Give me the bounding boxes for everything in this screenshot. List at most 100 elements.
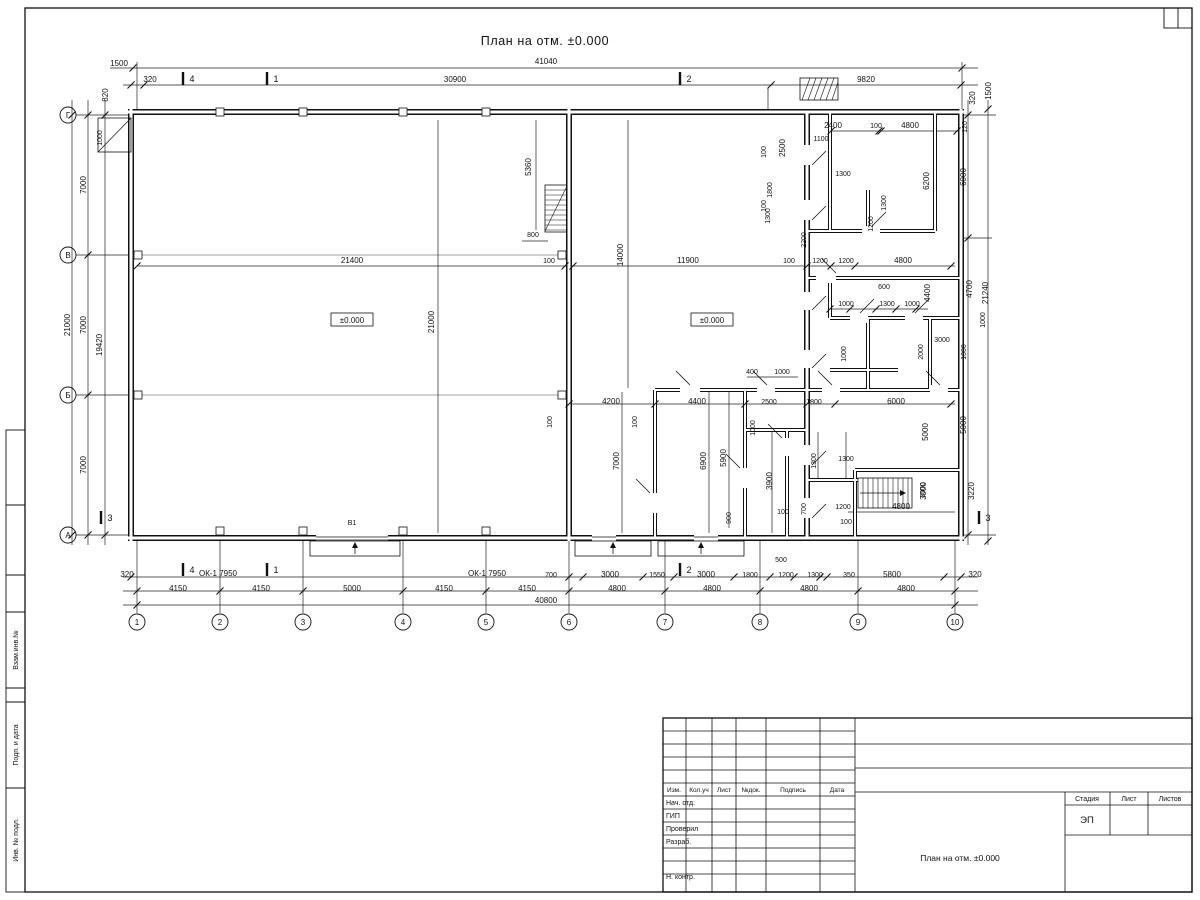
dim-label: 3000 [697, 570, 715, 579]
dim-tick [127, 573, 135, 581]
dim-tick [766, 573, 774, 581]
dim-label: 5000 [343, 584, 361, 593]
dim-tick [940, 573, 948, 581]
axis-bubble [394, 613, 412, 631]
dim-tick [964, 111, 972, 119]
axis-bubble-label: Г [66, 111, 71, 120]
drawing-title: План на отм. ±0.000 [480, 34, 610, 48]
section-mark-label: 4 [189, 74, 194, 84]
axis-bubble-label: Б [65, 391, 70, 400]
door-leaf [811, 150, 827, 166]
dim-label: 5900 [719, 449, 728, 467]
axis-bubble [128, 613, 146, 631]
dim-label: 1000 [980, 312, 987, 328]
axis-bubble [59, 526, 77, 544]
titleblock-text: Нач. отд. [666, 800, 695, 807]
dim-tick [216, 587, 224, 595]
door-opening [862, 226, 880, 236]
dim-label: 1200 [778, 572, 794, 579]
dim-tick [831, 400, 839, 408]
dim-label: 3220 [967, 482, 976, 500]
dim-label: 1100 [813, 136, 828, 143]
dim-label: 3000 [919, 482, 928, 500]
pilaster [398, 526, 408, 536]
dim-tick [827, 262, 835, 270]
axis-bubble-label: В [65, 251, 70, 260]
dim-label: 9820 [857, 75, 875, 84]
door-leaf [925, 370, 941, 386]
dim-label: 2500 [778, 139, 787, 157]
dim-tick [579, 573, 587, 581]
dim-tick [299, 587, 307, 595]
dim-label: 19420 [95, 333, 104, 356]
dim-tick [803, 262, 811, 270]
dim-label: 100 [543, 258, 555, 265]
dim-tick [958, 64, 966, 72]
titleblock-text: №док. [741, 787, 760, 794]
dim-label: 100 [761, 146, 768, 158]
dim-label: 700 [801, 503, 808, 515]
door-opening [930, 385, 948, 395]
dim-label: 1300 [765, 208, 772, 224]
dim-tick [133, 601, 141, 609]
titleblock-text: План на отм. ±0.000 [920, 853, 1000, 863]
door-leaf [675, 370, 691, 386]
dim-tick [892, 305, 900, 313]
stair-diagonal [544, 185, 568, 232]
dim-label: 1000 [904, 301, 920, 308]
pilaster [298, 526, 308, 536]
frame-border [24, 7, 1193, 893]
dim-tick [68, 111, 76, 119]
section-mark-label: 1 [273, 565, 278, 575]
dim-label: 1200 [838, 258, 854, 265]
door-leaf [871, 211, 887, 227]
dim-tick [651, 400, 659, 408]
dim-label: 100 [777, 509, 789, 516]
dim-label: 800 [527, 232, 539, 239]
dim-tick [957, 573, 965, 581]
dim-label: 5360 [524, 158, 533, 176]
dim-tick [639, 573, 647, 581]
dim-tick [947, 400, 955, 408]
entry-ramp [799, 77, 839, 101]
dim-label: 6000 [959, 168, 968, 186]
pilaster [481, 107, 491, 117]
dim-label: 4800 [901, 121, 919, 130]
dim-label: 7000 [79, 456, 88, 474]
porch-diagonal [97, 117, 132, 153]
dim-label: 320 [968, 570, 982, 579]
door-opening [782, 438, 792, 456]
pilaster [215, 107, 225, 117]
section-mark-label: 2 [686, 565, 691, 575]
dim-label: 2400 [824, 121, 842, 130]
dim-label: 4800 [892, 502, 910, 511]
axis-bubble [59, 386, 77, 404]
porch-arrow-head [352, 542, 358, 548]
axis-bubble-label: 1 [135, 618, 140, 627]
dim-label: 21240 [981, 281, 990, 304]
elevation-mark-box [690, 312, 734, 327]
dim-label: 14000 [616, 243, 625, 266]
dim-label: 2200 [801, 232, 808, 248]
dim-tick [875, 127, 883, 135]
door-opening [757, 385, 775, 395]
door-leaf [725, 453, 741, 469]
dim-label: 21000 [427, 310, 436, 333]
dim-label: 120 [962, 121, 969, 133]
pilaster [133, 390, 143, 400]
dim-label: 4150 [252, 584, 270, 593]
section-mark-label: 1 [273, 74, 278, 84]
dim-label: 1800 [742, 572, 758, 579]
dim-tick [482, 587, 490, 595]
dim-tick [984, 537, 992, 545]
elevation-mark: ±0.000 [700, 316, 725, 325]
dim-label: ОК-1 7950 [468, 569, 507, 578]
pilaster [398, 107, 408, 117]
entry-porch [657, 540, 745, 557]
dim-label: 500 [775, 557, 787, 564]
door-opening [316, 534, 388, 543]
dim-label: 1300 [807, 572, 823, 579]
dim-tick [133, 587, 141, 595]
door-opening [802, 200, 812, 220]
dim-tick [68, 531, 76, 539]
